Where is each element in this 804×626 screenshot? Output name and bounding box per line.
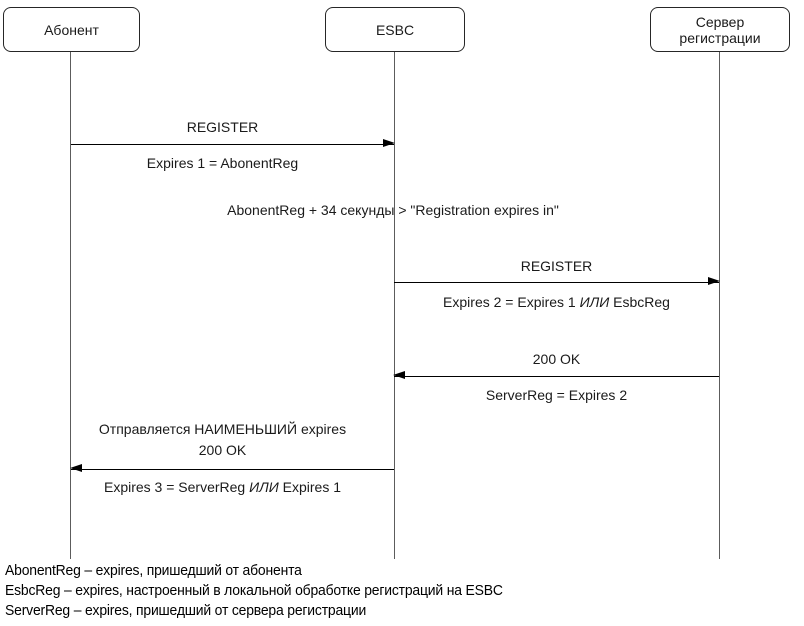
message-arrow-200ok-1 bbox=[393, 371, 719, 380]
legend-line-serverreg: ServerReg – expires, пришедший от сервер… bbox=[5, 602, 367, 619]
actor-box-server: Сервер регистрации bbox=[650, 7, 790, 52]
arrowhead-right-icon bbox=[708, 277, 720, 286]
actor-label-server: Сервер регистрации bbox=[679, 13, 761, 46]
actor-label-abonent: Абонент bbox=[44, 21, 99, 38]
message-arrow-200ok-2 bbox=[70, 464, 394, 473]
message-subtitle-text: EsbcReg bbox=[609, 294, 670, 310]
message-title: REGISTER bbox=[186, 119, 259, 135]
message-subtitle: Expires 3 = ServerReg ИЛИ Expires 1 bbox=[61, 479, 384, 495]
message-subtitle: Expires 2 = Expires 1 ИЛИ EsbcReg bbox=[394, 294, 719, 310]
actor-label-esbc: ESBC bbox=[375, 21, 415, 38]
lifeline-server bbox=[718, 52, 720, 559]
message-arrow-register-1 bbox=[71, 139, 395, 148]
actor-box-esbc: ESBC bbox=[325, 7, 465, 52]
message-subtitle: ServerReg = Expires 2 bbox=[485, 387, 628, 403]
arrowhead-left-icon bbox=[393, 371, 405, 380]
legend-line-abonentreg: AbonentReg – expires, пришедший от абоне… bbox=[5, 562, 302, 579]
message-subtitle: Expires 1 = AbonentReg bbox=[146, 155, 299, 171]
note-abonentreg-timeout: AbonentReg + 34 секунды > "Registration … bbox=[227, 202, 559, 218]
message-pretitle: Отправляется НАИМЕНЬШИЙ expires bbox=[98, 421, 347, 437]
lifeline-esbc bbox=[393, 52, 395, 559]
legend: AbonentReg – expires, пришедший от абоне… bbox=[5, 561, 503, 621]
message-title: 200 OK bbox=[532, 351, 581, 367]
message-subtitle-text: Expires 1 bbox=[278, 479, 341, 495]
message-subtitle-text: Expires 3 = ServerReg bbox=[103, 479, 250, 495]
message-subtitle-text: Expires 2 = Expires 1 bbox=[443, 294, 580, 310]
actor-box-abonent: Абонент bbox=[3, 7, 140, 52]
legend-line-esbcreg: EsbcReg – expires, настроенный в локальн… bbox=[5, 582, 503, 599]
message-title: 200 OK bbox=[198, 442, 247, 458]
message-title: REGISTER bbox=[520, 258, 593, 274]
message-arrow-register-2 bbox=[394, 277, 720, 286]
arrowhead-right-icon bbox=[383, 139, 395, 148]
message-subtitle-emphasis: ИЛИ bbox=[249, 479, 279, 495]
lifeline-abonent bbox=[69, 52, 71, 559]
message-subtitle-emphasis: ИЛИ bbox=[579, 294, 610, 310]
arrowhead-left-icon bbox=[70, 464, 82, 473]
